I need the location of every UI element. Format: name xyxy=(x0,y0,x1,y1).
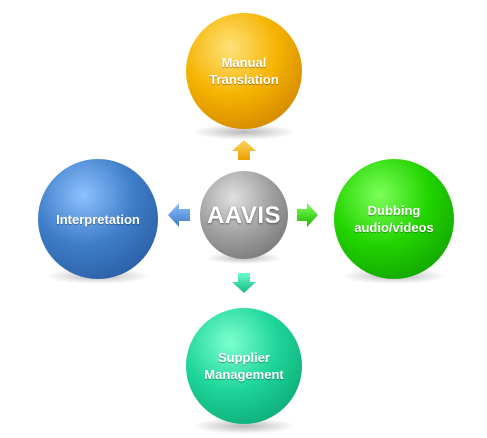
node-supplier-management-label: Supplier Management xyxy=(204,350,284,382)
node-aavis-center xyxy=(200,171,288,259)
arrow-right xyxy=(297,203,318,227)
arrow-down xyxy=(232,273,256,293)
node-manual-translation xyxy=(186,13,302,129)
node-manual-translation-label: Manual Translation xyxy=(209,55,279,87)
bottom-node-shadow xyxy=(192,418,296,434)
top-node-shadow xyxy=(192,124,296,140)
node-interpretation xyxy=(38,159,158,279)
node-supplier-management xyxy=(186,308,302,424)
node-interpretation-label: Interpretation xyxy=(56,211,140,227)
node-dubbing-label: Dubbing audio/videos xyxy=(354,203,434,235)
node-aavis-label: AAVIS xyxy=(206,201,282,229)
node-dubbing xyxy=(334,159,454,279)
arrow-up xyxy=(232,140,256,160)
arrow-left xyxy=(168,203,190,227)
